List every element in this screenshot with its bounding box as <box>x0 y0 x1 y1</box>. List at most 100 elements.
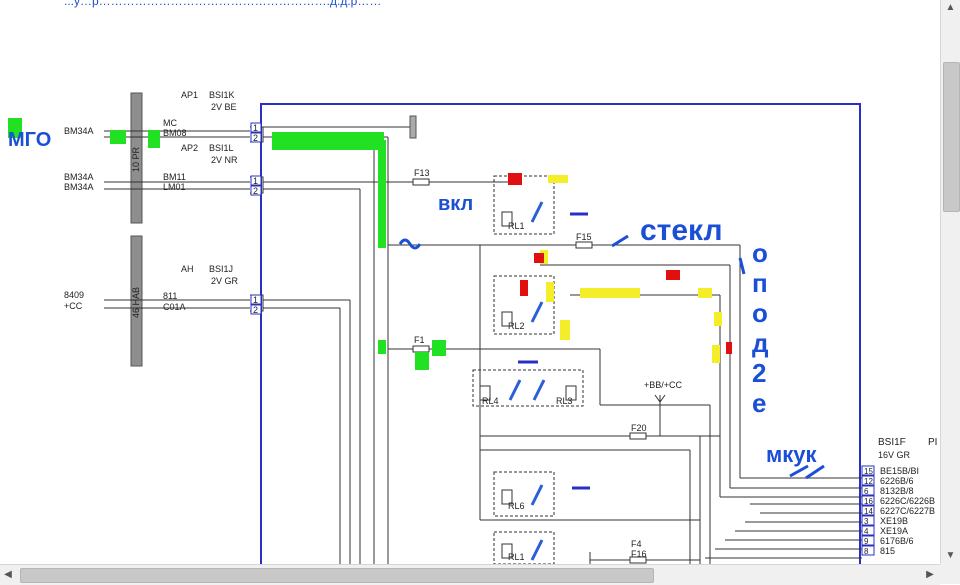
pin-1b: 1 <box>253 176 258 186</box>
right-pin-number: 14 <box>864 507 873 516</box>
vertical-scrollbar[interactable]: ▲ ▼ <box>940 0 960 564</box>
relay-boxes <box>472 175 584 564</box>
signal-8409: 8409 <box>64 290 84 300</box>
supply-arrow <box>654 394 666 403</box>
block-label-pr: 10 PR <box>131 146 141 172</box>
right-pin-number: 16 <box>864 497 873 506</box>
wire-811: 811 <box>163 291 177 301</box>
right-pin-label: 6176B/6 <box>880 536 914 546</box>
horizontal-scrollbar[interactable]: ◀ ▶ <box>0 564 940 585</box>
right-pin-label: 6227C/6227B <box>880 506 935 516</box>
ap2-sub: 2V NR <box>211 155 238 165</box>
scroll-right-button[interactable]: ▶ <box>926 569 934 580</box>
right-pin-box <box>861 495 875 506</box>
ap2-code: BSI1L <box>209 143 234 153</box>
ap1-code: BSI1K <box>209 90 235 100</box>
pin-2a: 2 <box>253 133 258 143</box>
annotation-vertical-letter: о <box>752 298 768 328</box>
scroll-down-button[interactable]: ▼ <box>945 550 956 561</box>
ap2-title: AP2 <box>181 143 198 153</box>
connector-block-pr <box>130 92 143 224</box>
green-highlights <box>8 118 446 370</box>
right-pin-number: 4 <box>864 527 869 536</box>
ah-code: BSI1J <box>209 264 233 274</box>
right-pin-box <box>861 505 875 516</box>
annotation-vertical-letter: о <box>752 238 768 268</box>
wiring-diagram[interactable]: 10 PR 46 HAB BM34A BM34A BM34A 8409 +CC … <box>0 0 940 564</box>
right-pin-label: 815 <box>880 546 895 556</box>
wire-mc: MC <box>163 118 177 128</box>
clipped-header: ...у…р………………………………………………….д.д.р…… <box>0 0 940 10</box>
relay-rl1: RL1 <box>508 221 525 231</box>
ap1-title: AP1 <box>181 90 198 100</box>
annotation-mkuk: мкук <box>766 442 818 467</box>
annotation-vkl: вкл <box>438 193 473 215</box>
annotation-steklo: стекл <box>640 214 723 247</box>
annotation-strokes <box>398 234 825 480</box>
yellow-highlights <box>540 175 722 363</box>
wire-bm11: BM11 <box>163 172 186 182</box>
scroll-left-button[interactable]: ◀ <box>4 569 12 580</box>
header-fragment: ...у…р………………………………………………….д.д.р…… <box>64 0 382 8</box>
right-pin-number: 8 <box>864 547 869 556</box>
right-pin-box <box>861 475 875 486</box>
signal-cc: +CC <box>64 301 83 311</box>
annotation-vertical-letter: 2 <box>752 358 766 388</box>
fuse-f16: F16 <box>631 549 647 559</box>
relay-rl1-b: RL1 <box>508 552 525 562</box>
relay-rl3: RL3 <box>556 396 573 406</box>
connector-block-hab <box>130 235 143 367</box>
bsi1f-suffix: PI <box>928 437 937 448</box>
scroll-corner <box>940 564 960 584</box>
vertical-scroll-thumb[interactable] <box>943 62 960 212</box>
annotation-vertical-letter: е <box>752 388 766 418</box>
module-frame <box>260 103 861 564</box>
fuse-f1: F1 <box>414 335 425 345</box>
right-pin-box <box>861 485 875 496</box>
ah-sub: 2V GR <box>211 276 239 286</box>
right-pin-label: 6226C/6226B <box>880 496 935 506</box>
fuse-f13: F13 <box>414 168 430 178</box>
annotation-mgo: МГО <box>8 129 51 151</box>
wire-bm08: BM08 <box>163 128 187 138</box>
pin-2c: 2 <box>253 305 258 315</box>
relay-rl6: RL6 <box>508 501 525 511</box>
right-pin-box <box>861 515 875 526</box>
red-highlights <box>508 173 732 354</box>
pin-1c: 1 <box>253 295 258 305</box>
right-pin-number: 12 <box>864 477 873 486</box>
relay-contacts <box>508 201 546 561</box>
signal-bm34a-3: BM34A <box>64 182 94 192</box>
relay-rl2: RL2 <box>508 321 525 331</box>
relay-rl4: RL4 <box>482 396 499 406</box>
internal-wiring <box>263 115 862 564</box>
signal-bm34a-1: BM34A <box>64 126 94 136</box>
right-pin-number: 15 <box>864 467 873 476</box>
scroll-up-button[interactable]: ▲ <box>945 2 956 13</box>
right-pin-box <box>861 535 875 546</box>
horizontal-scroll-thumb[interactable] <box>20 568 654 583</box>
fuse-f20: F20 <box>631 423 647 433</box>
right-pin-label: BE15B/BI <box>880 466 919 476</box>
right-pin-box <box>861 525 875 536</box>
ground-symbols <box>518 212 590 490</box>
right-pin-label: XE19A <box>880 526 908 536</box>
relay-coils <box>479 211 577 559</box>
pin-1a: 1 <box>253 123 258 133</box>
annotation-vertical-letter: д <box>752 328 769 358</box>
right-pin-label: XE19B <box>880 516 908 526</box>
right-pin-box <box>861 465 875 476</box>
supply-label: +BB/+CC <box>644 380 683 390</box>
right-pin-label: 8132B/8 <box>880 486 914 496</box>
signal-bm34a-2: BM34A <box>64 172 94 182</box>
ah-title: AH <box>181 264 194 274</box>
fuse-f4: F4 <box>631 539 642 549</box>
right-pin-box <box>861 545 875 556</box>
fuse-symbols <box>412 178 647 564</box>
wire-c01a: C01A <box>163 302 186 312</box>
block-label-hab: 46 HAB <box>131 287 141 318</box>
right-pin-label: 6226B/6 <box>880 476 914 486</box>
